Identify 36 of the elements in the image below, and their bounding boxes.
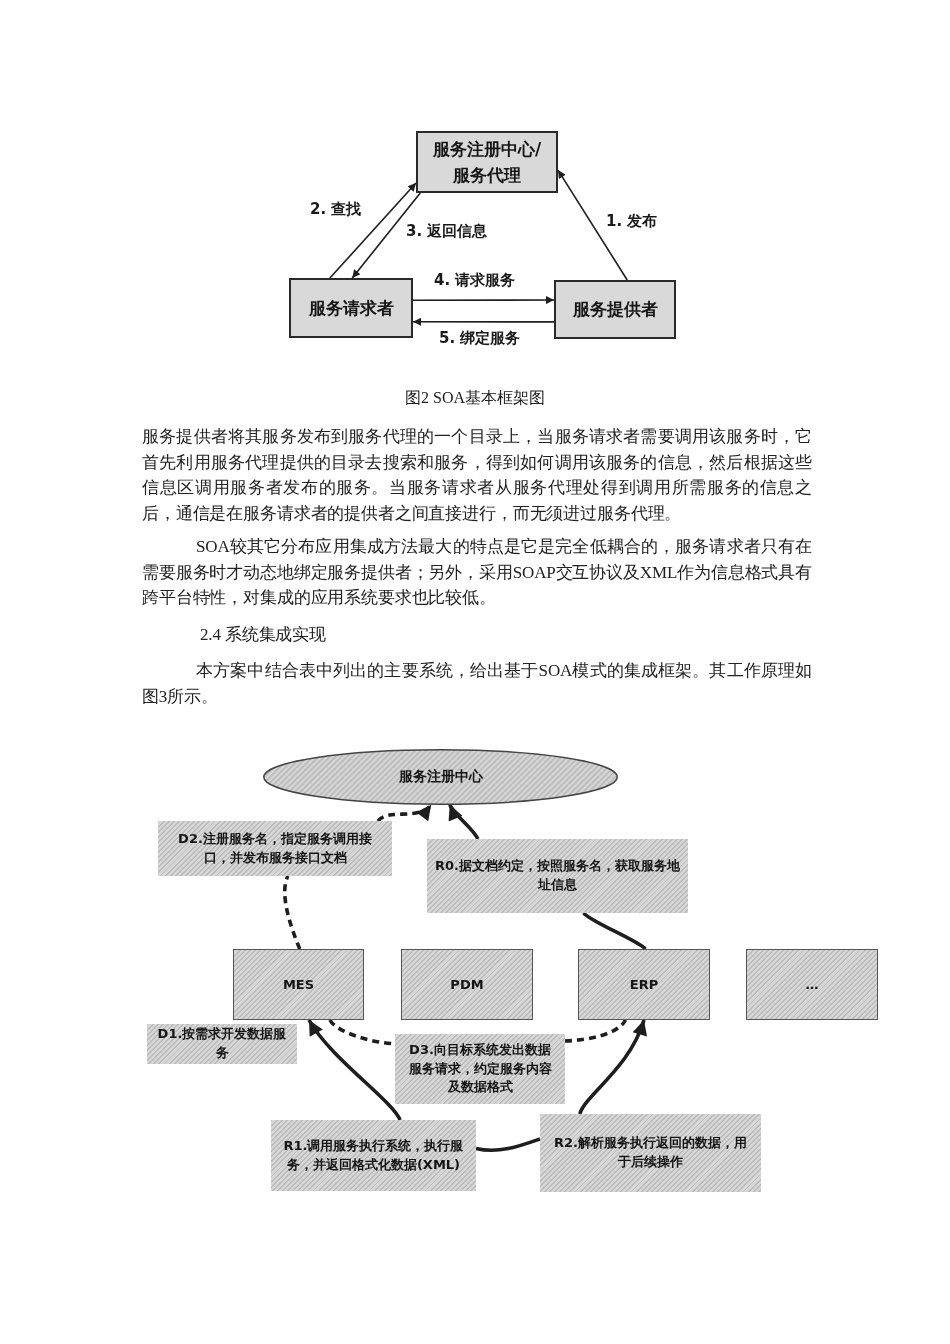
step-note-box: D3.向目标系统发出数据服务请求，约定服务内容及数据格式 — [395, 1034, 565, 1104]
dashed-connector-line — [564, 1018, 627, 1043]
figure-caption: 图2 SOA基本框架图 — [404, 388, 546, 408]
system-box: ERP — [578, 949, 710, 1020]
arrow — [412, 317, 555, 326]
edge-label: 1. 发布 — [604, 212, 660, 231]
connector-line — [475, 1137, 541, 1153]
step-note-box: R1.调用服务执行系统，执行服务，并返回格式化数据(XML) — [271, 1120, 476, 1191]
step-note-box: R0.据文档约定，按照服务名，获取服务地址信息 — [427, 839, 688, 913]
dashed-connector-line — [283, 875, 302, 950]
service-role-box: 服务请求者 — [289, 278, 413, 338]
section-heading: 2.4 系统集成实现 — [200, 624, 327, 646]
edge-label: 3. 返回信息 — [404, 222, 490, 241]
service-role-box: 服务注册中心/服务代理 — [416, 131, 558, 193]
paragraph: SOA较其它分布应用集成方法最大的特点是它是完全低耦合的，服务请求者只有在需要服务时才动态地绑定服务提供者；另外，采用SOAP交互协议及XML作为信息格式具有跨平台特性，对集成的应用系统要求也比较低。 — [142, 536, 812, 609]
edge-label: 4. 请求服务 — [432, 271, 518, 290]
step-note-box: R2.解析服务执行返回的数据，用于后续操作 — [540, 1114, 761, 1192]
arrow — [578, 1019, 647, 1115]
paragraph: 本方案中结合表中列出的主要系统，给出基于SOA模式的集成框架。其工作原理如图3所示。 — [142, 660, 812, 708]
arrow — [376, 803, 433, 823]
arrow — [412, 296, 555, 305]
edge-label: 5. 绑定服务 — [437, 329, 523, 348]
step-note-box: D2.注册服务名，指定服务调用接口，并发布服务接口文档 — [158, 821, 392, 876]
arrow — [557, 169, 628, 281]
registry-ellipse: 服务注册中心 — [263, 749, 618, 805]
arrow — [329, 182, 417, 279]
step-note-box: D1.按需求开发数据服务 — [147, 1024, 297, 1064]
arrow — [351, 192, 422, 279]
system-box: PDM — [401, 949, 533, 1020]
edge-label: 2. 查找 — [308, 200, 364, 219]
paragraph: 服务提供者将其服务发布到服务代理的一个目录上，当服务请求者需要调用该服务时，它首先利用服务代理提供的目录去搜索和服务，得到如何调用该服务的信息，然后根据这些信息区调用服务者发布的服务。当服务请求者从服务代理处得到调用所需服务的信息之后，通信是在服务请求者的提供者之间直接进行，而无须进过服务代理。 — [142, 426, 812, 525]
arrow — [448, 803, 480, 840]
service-role-box: 服务提供者 — [554, 280, 676, 339]
connector-line — [582, 911, 647, 951]
system-box: … — [746, 949, 878, 1020]
system-box: MES — [233, 949, 364, 1020]
